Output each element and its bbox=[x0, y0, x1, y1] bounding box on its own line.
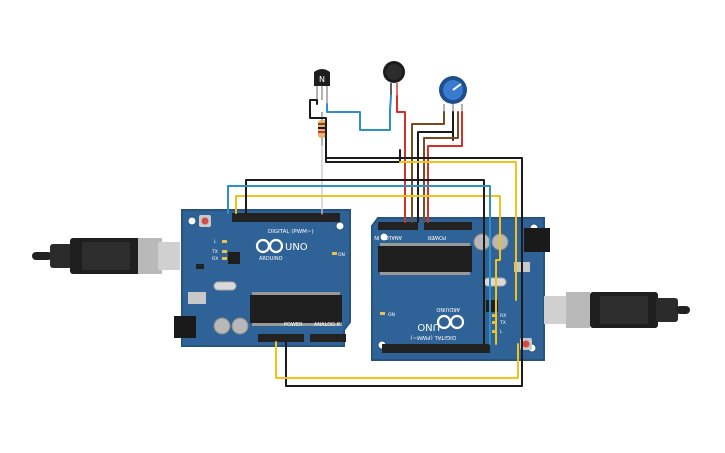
analog-label-right: ANALOG IN bbox=[374, 234, 402, 240]
digital-header-label-left: DIGITAL (PWM~) bbox=[268, 229, 314, 235]
atmega-chip-left bbox=[250, 295, 342, 323]
wire-red-motor[interactable] bbox=[396, 95, 406, 223]
led-tx-label-right: TX bbox=[499, 320, 506, 326]
brand-label-left: ARDUINO bbox=[259, 256, 283, 262]
transistor-label: N bbox=[319, 75, 325, 84]
analog-header-left[interactable] bbox=[310, 334, 346, 342]
model-label-left: UNO bbox=[285, 242, 308, 253]
power-header-left[interactable] bbox=[258, 334, 304, 342]
usb-cable-right bbox=[544, 292, 690, 328]
potentiometer[interactable] bbox=[439, 76, 467, 112]
npn-transistor[interactable]: N bbox=[314, 69, 330, 104]
led-l-label-left: L bbox=[214, 239, 217, 245]
arduino-logo-left bbox=[255, 238, 284, 254]
wire-yellow-bottom[interactable] bbox=[275, 341, 519, 379]
vibration-motor[interactable] bbox=[383, 61, 405, 96]
wire-blue-transistor[interactable] bbox=[326, 95, 392, 131]
on-label-right: ON bbox=[388, 312, 395, 318]
usb-cable-left bbox=[32, 238, 180, 274]
digital-header-right[interactable] bbox=[382, 344, 490, 353]
wire-yellow-top[interactable] bbox=[235, 195, 501, 345]
wire-brown-pot[interactable] bbox=[411, 111, 445, 223]
arduino-board-right[interactable]: ANALOG IN POWER UNO ARDUINO ON RX TX bbox=[371, 217, 550, 361]
wire-red-pot[interactable] bbox=[427, 111, 463, 223]
model-label-right: UNO bbox=[417, 321, 440, 332]
led-l-label-right: L bbox=[500, 329, 503, 335]
arduino-logo-right bbox=[436, 314, 465, 330]
digital-header-label-right: DIGITAL (PWM~) bbox=[410, 334, 456, 340]
arduino-board-left[interactable]: DIGITAL (PWM~) UNO ARDUINO L TX RX ON bbox=[174, 209, 351, 347]
power-header-right[interactable] bbox=[424, 222, 472, 230]
on-label-left: ON bbox=[338, 252, 345, 258]
digital-header-left[interactable] bbox=[232, 213, 340, 222]
wire-black-transistor[interactable] bbox=[309, 99, 401, 163]
wire-black-right[interactable] bbox=[285, 157, 523, 387]
power-label-right: POWER bbox=[427, 234, 446, 240]
analog-label-left: ANALOG IN bbox=[314, 322, 342, 328]
power-jack-left[interactable] bbox=[174, 316, 196, 338]
power-label-left: POWER bbox=[284, 322, 303, 328]
led-rx-label-right: RX bbox=[500, 313, 506, 319]
wire-black-top[interactable] bbox=[245, 179, 485, 345]
power-jack-right[interactable] bbox=[524, 228, 550, 252]
brand-label-right: ARDUINO bbox=[436, 306, 460, 312]
analog-header-right[interactable] bbox=[378, 222, 418, 230]
wire-yellow-right[interactable] bbox=[399, 161, 517, 301]
resistor[interactable] bbox=[318, 112, 326, 146]
led-tx-label-left: TX bbox=[211, 249, 218, 255]
wire-blue-top[interactable] bbox=[227, 185, 491, 345]
atmega-chip-right bbox=[378, 246, 472, 272]
led-rx-label-left: RX bbox=[212, 256, 218, 262]
